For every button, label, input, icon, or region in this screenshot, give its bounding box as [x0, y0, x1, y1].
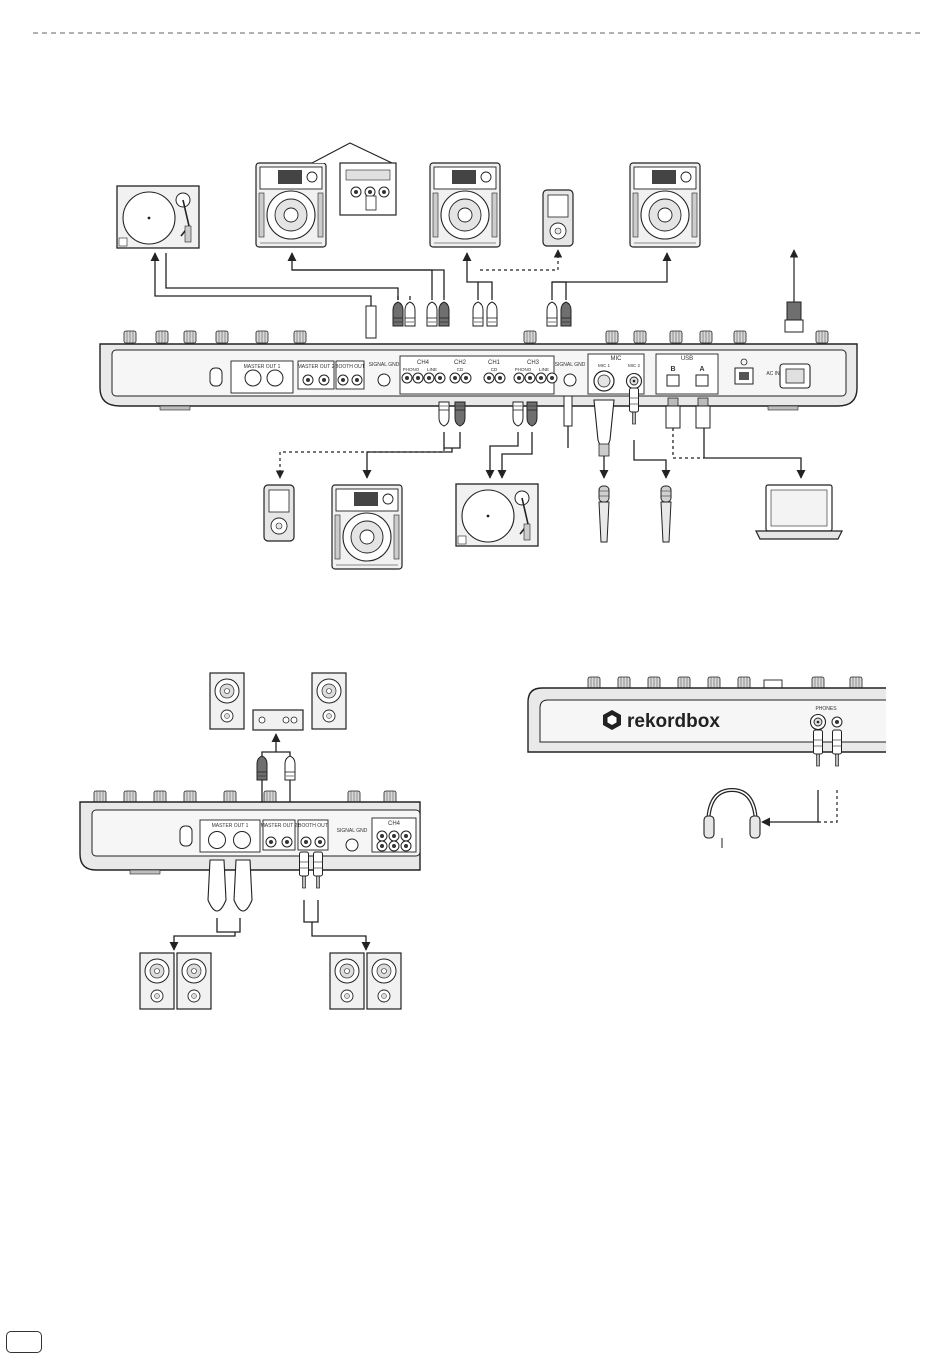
label-ch3: CH3: [527, 360, 540, 366]
speaker-icon: [210, 673, 244, 729]
label-cd-ch1: CD: [491, 367, 498, 372]
label-line-ch4: LINE: [427, 367, 437, 372]
label-ac-in: AC IN: [766, 371, 780, 377]
label-master-out1-b: MASTER OUT 1: [212, 823, 249, 829]
headphones-icon: [704, 790, 760, 848]
label-phono-ch3: PHONO: [515, 367, 532, 372]
speaker-icon: [330, 953, 364, 1009]
cd-player-icon: [332, 485, 402, 569]
speaker-icon: [367, 953, 401, 1009]
bottom-cables: [367, 426, 801, 478]
label-phones: PHONES: [815, 706, 837, 712]
portable-player-icon: [543, 190, 573, 246]
cd-player-icon: [430, 163, 500, 247]
ipod-dashed-top: [480, 250, 558, 270]
label-master-out2: MASTER OUT 2: [298, 364, 335, 370]
microphone-icon: [599, 486, 609, 542]
portable-player-icon: [264, 485, 294, 541]
label-usb-b: B: [670, 366, 675, 373]
cd-player-icon: [256, 163, 326, 247]
rca-plugs-top: [366, 302, 571, 338]
turntable-icon: [117, 186, 199, 248]
speaker-icon: [312, 673, 346, 729]
language-badge: [6, 1331, 42, 1353]
label-ch1: CH1: [488, 360, 501, 366]
speaker-icon: [140, 953, 174, 1009]
turntable-icon: [456, 484, 538, 546]
label-ch2: CH2: [454, 360, 467, 366]
brand-logo-text: rekordbox: [627, 711, 720, 732]
label-cd: CD: [457, 367, 464, 372]
label-booth-out-b: BOOTH OUT: [298, 823, 328, 829]
label-signal-gnd-b: SIGNAL GND: [337, 828, 368, 834]
label-mic1: MIC 1: [598, 363, 610, 368]
label-phono-ch4: PHONO: [403, 367, 420, 372]
label-signal-gnd-2: SIGNAL GND: [555, 362, 586, 368]
label-booth-out: BOOTH OUT: [335, 364, 365, 370]
label-master-out1: MASTER OUT 1: [244, 364, 281, 370]
cd-player-icon: [630, 163, 700, 247]
label-usb: USB: [681, 356, 693, 362]
label-master-out2-b: MASTER OUT 2: [261, 823, 298, 829]
microphone-icon: [661, 486, 671, 542]
label-ch4-b: CH4: [388, 821, 401, 827]
label-mic: MIC: [611, 356, 623, 362]
controller-rear-panel: MASTER OUT 1 MASTER OUT 2 BOOTH OUT SIGN…: [100, 331, 857, 410]
label-mic2: MIC 2: [628, 363, 640, 368]
speaker-icon: [177, 953, 211, 1009]
label-usb-a: A: [699, 366, 704, 373]
label-ch4: CH4: [417, 360, 430, 366]
laptop-icon: [756, 485, 842, 539]
power-cord-icon: [785, 250, 803, 332]
amplifier-icon: [253, 710, 303, 730]
speaker-cables: [174, 900, 366, 950]
label-line-ch3: LINE: [539, 367, 549, 372]
label-signal-gnd: SIGNAL GND: [369, 362, 400, 368]
